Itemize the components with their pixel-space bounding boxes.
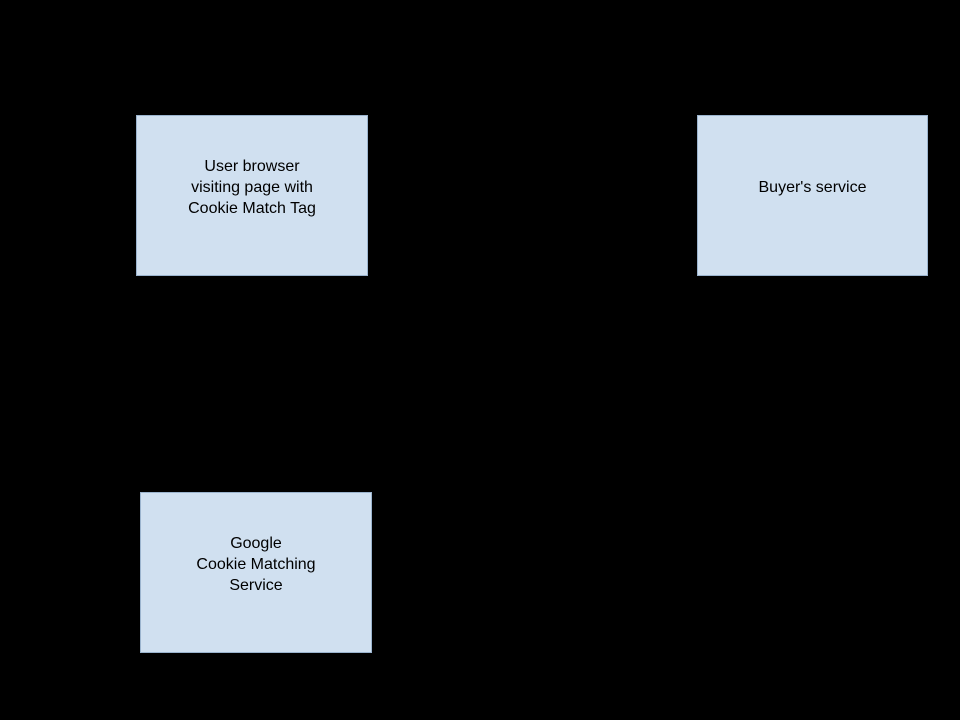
node-buyers-service-label: Buyer's service xyxy=(758,179,867,196)
node-google-cookie-matching-service-label: Google Cookie Matching Service xyxy=(196,535,316,594)
node-google-cookie-matching-service[interactable]: Google Cookie Matching Service xyxy=(140,492,372,653)
node-buyers-service[interactable]: Buyer's service xyxy=(697,115,928,276)
node-user-browser[interactable]: User browser visiting page with Cookie M… xyxy=(136,115,368,276)
node-user-browser-label: User browser visiting page with Cookie M… xyxy=(188,158,316,217)
